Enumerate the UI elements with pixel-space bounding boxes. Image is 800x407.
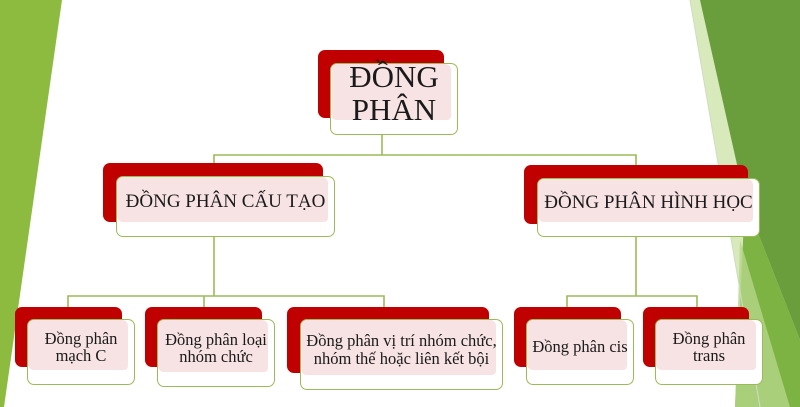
functional-group-isomer-label: Đồng phân loại nhóm chức [165, 329, 267, 366]
position-isomer-label: Đồng phân vị trí nhóm chức, nhóm thế hoặ… [306, 331, 497, 368]
root-label: ĐỒNG PHÂN [349, 59, 439, 127]
right-green-dark-panel [700, 0, 800, 340]
left-green-wedge [0, 0, 62, 407]
structural-isomer-label: ĐỒNG PHÂN CẤU TẠO [125, 190, 326, 212]
cis-isomer-label: Đồng phân cis [532, 337, 628, 357]
carbon-chain-isomer-label: Đồng phân mạch C [44, 328, 118, 365]
trans-isomer-label: Đồng phân trans [672, 328, 746, 365]
geometric-isomer-label: ĐỒNG PHÂN HÌNH HỌC [544, 191, 753, 213]
